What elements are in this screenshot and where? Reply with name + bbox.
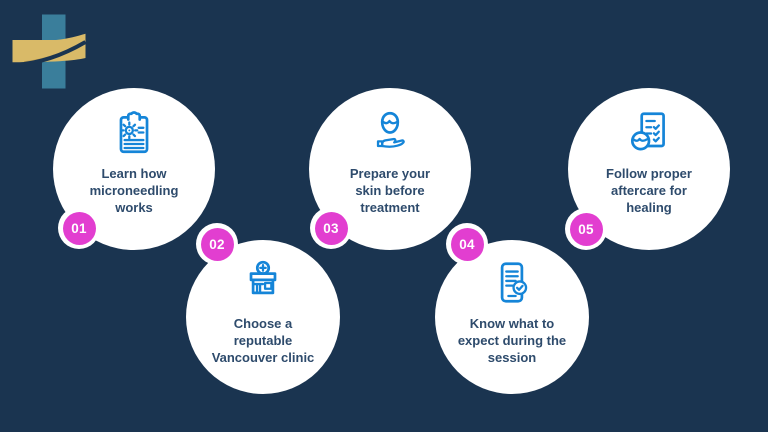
- step-label-3-line-2: skin before: [355, 183, 425, 198]
- step-label-5-line-2: aftercare for: [611, 183, 687, 198]
- step-circle-4: Know what to expect during the session: [435, 240, 589, 394]
- step-circle-2: Choose a reputable Vancouver clinic: [186, 240, 340, 394]
- step-label-4-line-3: session: [487, 350, 537, 365]
- medical-cross-logo-icon: [12, 14, 86, 89]
- step-label-5-line-3: healing: [626, 200, 672, 215]
- step-number-3: 03: [323, 220, 339, 236]
- step-label-4: Know what to expect during the session: [458, 315, 566, 366]
- step-number-badge-4: 04: [446, 223, 488, 265]
- step-label-3-line-1: Prepare your: [349, 166, 431, 181]
- step-label-3-line-3: treatment: [360, 200, 420, 215]
- step-label-4-line-2: expect during the: [457, 333, 567, 348]
- step-label-5: Follow proper aftercare for healing: [606, 165, 692, 216]
- step-label-5-line-1: Follow proper: [606, 166, 692, 181]
- step-label-1-line-1: Learn how: [101, 166, 167, 181]
- step-number-4: 04: [459, 236, 475, 252]
- step-number-1: 01: [71, 220, 87, 236]
- step-number-5: 05: [578, 221, 594, 237]
- step-number-badge-1: 01: [58, 207, 100, 249]
- step-label-2-line-3: Vancouver clinic: [211, 350, 315, 365]
- clipboard-gear-icon: [119, 111, 149, 154]
- step-label-3: Prepare your skin before treatment: [350, 165, 430, 216]
- step-label-2-line-1: Choose a: [233, 316, 293, 331]
- step-number-badge-1-fill: 01: [62, 211, 96, 245]
- step-number-badge-4-fill: 04: [450, 227, 484, 261]
- step-number-badge-2: 02: [196, 223, 238, 265]
- step-number-badge-2-fill: 02: [200, 227, 234, 261]
- step-label-1-line-3: works: [115, 200, 153, 215]
- step-number-badge-3: 03: [310, 207, 352, 249]
- aftercare-checklist-icon: [630, 112, 665, 151]
- step-number-badge-3-fill: 03: [314, 211, 348, 245]
- clinic-building-icon: [249, 260, 277, 295]
- phone-checklist-icon: [500, 262, 528, 303]
- step-label-2: Choose a reputable Vancouver clinic: [212, 315, 315, 366]
- face-in-hand-icon: [376, 111, 405, 148]
- step-number-badge-5-fill: 05: [569, 212, 603, 246]
- step-label-4-line-1: Know what to: [469, 316, 555, 331]
- step-number-2: 02: [209, 236, 225, 252]
- step-label-2-line-2: reputable: [233, 333, 293, 348]
- step-number-badge-5: 05: [565, 208, 607, 250]
- step-label-1: Learn how microneedling works: [90, 165, 179, 216]
- step-label-1-line-2: microneedling: [89, 183, 179, 198]
